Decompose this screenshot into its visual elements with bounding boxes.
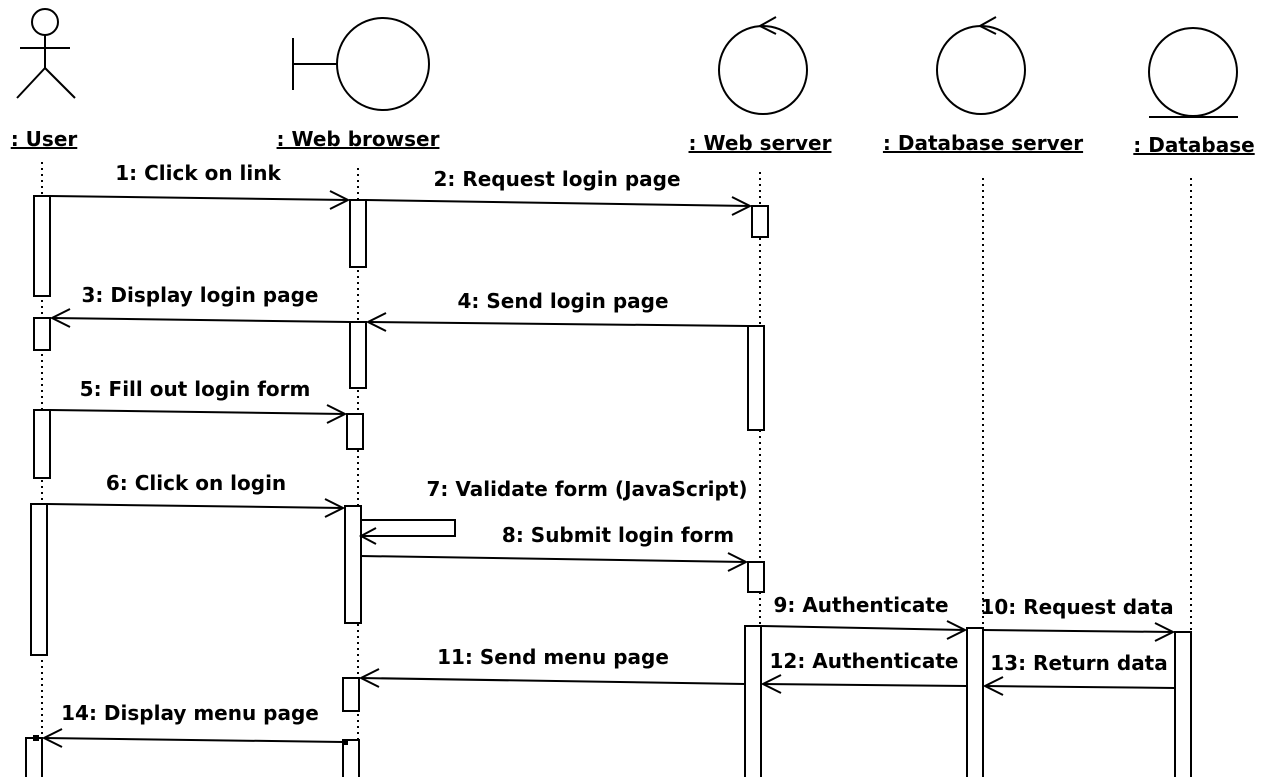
- message-arrow-14: [43, 737, 344, 743]
- participant-label-user: : User: [11, 127, 78, 151]
- message-arrowhead-6: [324, 498, 346, 518]
- boundary-web-browser-icon: [292, 17, 430, 111]
- message-arrowhead-11: [358, 668, 380, 688]
- message-arrow-2: [365, 199, 751, 207]
- participant-label-web-server: : Web server: [689, 131, 832, 155]
- message-14-end-marker: [33, 735, 39, 741]
- message-label-10: 10: Request data: [980, 595, 1173, 619]
- message-arrowhead-4: [365, 312, 387, 332]
- activation-user-1: [33, 195, 51, 297]
- activation-browser-2: [349, 321, 367, 389]
- message-label-12: 12: Authenticate: [769, 649, 958, 673]
- message-label-13: 13: Return data: [990, 651, 1168, 675]
- message-arrowhead-9: [946, 620, 968, 640]
- message-label-11: 11: Send menu page: [437, 645, 669, 669]
- message-arrow-6: [46, 503, 344, 509]
- activation-browser-3: [346, 413, 364, 450]
- message-arrow-8: [360, 555, 747, 563]
- message-arrow-3: [51, 317, 351, 323]
- activation-dbserver-1: [966, 627, 984, 777]
- activation-webserver-3: [747, 561, 765, 593]
- activation-browser-4: [344, 505, 362, 624]
- message-14-start-marker: [342, 739, 348, 745]
- message-label-9: 9: Authenticate: [773, 593, 948, 617]
- message-label-3: 3: Display login page: [82, 283, 319, 307]
- message-arrowhead-8: [727, 552, 749, 572]
- activation-user-5: [25, 737, 43, 777]
- message-label-6: 6: Click on login: [106, 471, 286, 495]
- control-database-server-icon: [936, 16, 1026, 115]
- message-arrowhead-10: [1154, 622, 1176, 642]
- activation-browser-1: [349, 199, 367, 268]
- message-label-14: 14: Display menu page: [61, 701, 319, 725]
- control-web-server-icon: [718, 16, 808, 115]
- activation-webserver-4: [744, 625, 762, 777]
- message-arrow-4: [367, 321, 749, 327]
- activation-database-1: [1174, 631, 1192, 777]
- actor-user-icon: [16, 8, 76, 99]
- activation-user-2: [33, 317, 51, 351]
- activation-webserver-1: [751, 205, 769, 238]
- participant-label-web-browser: : Web browser: [277, 127, 440, 151]
- message-label-4: 4: Send login page: [457, 289, 668, 313]
- message-arrow-7: [361, 519, 456, 537]
- message-arrowhead-13: [982, 676, 1004, 696]
- message-arrow-5: [49, 409, 346, 415]
- activation-webserver-2: [747, 325, 765, 431]
- participant-label-database: : Database: [1133, 133, 1254, 157]
- message-arrow-10: [982, 629, 1174, 633]
- message-arrow-12: [762, 683, 968, 687]
- message-label-7: 7: Validate form (JavaScript): [426, 477, 747, 501]
- message-arrow-13: [984, 685, 1176, 689]
- message-arrowhead-2: [731, 196, 753, 216]
- message-arrowhead-5: [326, 404, 348, 424]
- activation-user-4: [30, 503, 48, 656]
- message-arrowhead-3: [49, 308, 71, 328]
- activation-browser-6: [342, 739, 360, 777]
- message-arrowhead-14: [41, 728, 63, 748]
- activation-user-3: [33, 409, 51, 479]
- message-label-8: 8: Submit login form: [502, 523, 734, 547]
- message-label-5: 5: Fill out login form: [80, 377, 311, 401]
- activation-browser-5: [342, 677, 360, 712]
- message-label-1: 1: Click on link: [115, 161, 281, 185]
- message-arrow-9: [760, 625, 966, 631]
- message-arrowhead-7: [358, 527, 377, 545]
- participant-label-database-server: : Database server: [883, 131, 1083, 155]
- message-arrowhead-1: [329, 190, 351, 210]
- message-arrowhead-12: [760, 674, 782, 694]
- message-label-2: 2: Request login page: [433, 167, 680, 191]
- message-arrow-1: [49, 195, 349, 201]
- entity-database-icon: [1148, 27, 1238, 118]
- message-arrow-11: [360, 677, 746, 685]
